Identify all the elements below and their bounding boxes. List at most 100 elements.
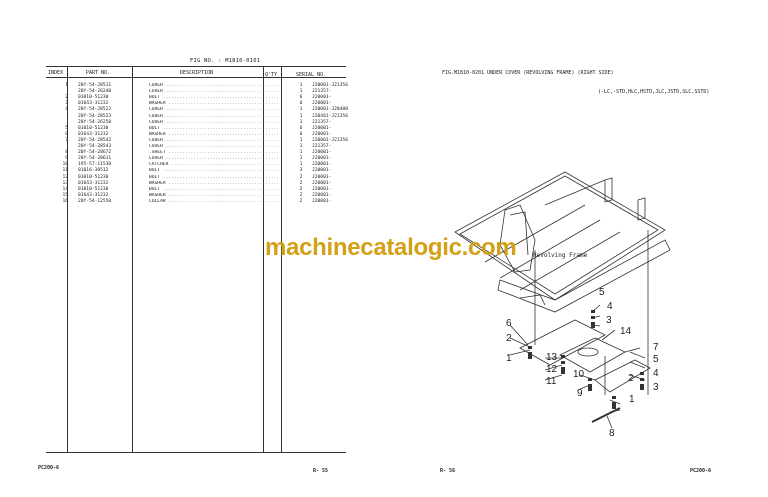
row-description: .SHEET .................................…	[149, 150, 279, 155]
row-part-no: 20Y-54-28511	[78, 83, 112, 88]
parts-list-page: FIG NO. : M1810-0101 INDEX PART NO. DESC…	[38, 58, 348, 474]
description-text: COVER	[149, 113, 163, 119]
row-part-no: 01643-31232	[78, 192, 109, 198]
callout-3b: 3	[653, 382, 659, 393]
description-text: WASHER	[149, 131, 166, 137]
row-description: BOLT ...................................…	[149, 168, 279, 173]
row-description: CATCHER ................................…	[149, 162, 279, 167]
row-qty: 1	[299, 137, 303, 143]
row-serial-no: J20001-	[312, 174, 332, 180]
dot-leader: ........................................…	[165, 113, 279, 119]
col-divider-index	[67, 66, 68, 453]
row-qty: 2	[299, 198, 303, 204]
callout-9: 9	[577, 388, 583, 399]
figure-applicability: (-LC,-STD,HLC,HSTD,JLC,JSTD,SLC,SSTD)	[598, 89, 710, 95]
description-text: WASHER	[149, 192, 166, 198]
row-serial-no: J21357-	[312, 119, 332, 125]
header-description: DESCRIPTION	[180, 70, 214, 76]
dot-leader: ........................................…	[168, 101, 279, 107]
row-description: WASHER .................................…	[149, 132, 279, 137]
row-index: 7	[65, 137, 68, 143]
sheet-8	[591, 407, 621, 423]
row-part-no: 01010-51230	[78, 125, 109, 131]
row-description: BOLT ...................................…	[149, 175, 279, 180]
callout-5b: 5	[653, 354, 659, 365]
row-serial-no: J20001-	[312, 192, 332, 198]
description-text: COVER	[149, 156, 163, 162]
description-text: COVER	[149, 107, 163, 113]
row-part-no: 20Y-54-26240	[78, 89, 112, 95]
row-index: 3	[65, 101, 68, 107]
header-qty: Q'TY	[265, 72, 278, 78]
callout-11: 11	[546, 376, 557, 387]
row-description: BOLT ...................................…	[149, 95, 279, 100]
callout-2b: 2	[628, 373, 634, 384]
row-qty: 6	[299, 95, 303, 101]
footer-model: PC200-6	[38, 465, 60, 471]
row-serial-no: J20481-J21356	[312, 113, 348, 119]
dot-leader: ........................................…	[162, 186, 279, 192]
header-index: INDEX	[48, 70, 64, 76]
row-description: COVER ..................................…	[149, 83, 279, 88]
description-text: .SHEET	[149, 150, 166, 156]
row-qty: 2	[299, 174, 303, 180]
table-header-rule	[46, 77, 346, 78]
description-text: WASHER	[149, 180, 166, 186]
col-divider-desc	[263, 66, 264, 453]
row-description: WASHER .................................…	[149, 101, 279, 106]
dot-leader: ........................................…	[168, 131, 279, 137]
row-serial-no: J20001-	[312, 125, 332, 131]
row-description: WASHER .................................…	[149, 181, 279, 186]
row-qty: 6	[299, 125, 303, 131]
row-index: 16	[62, 198, 68, 204]
row-index: 8	[65, 150, 68, 156]
dot-leader: ........................................…	[165, 144, 279, 149]
row-part-no: 01010-51230	[78, 174, 109, 180]
callout-14: 14	[620, 326, 632, 337]
callout-5a: 5	[599, 287, 605, 298]
row-index: 10	[62, 162, 68, 168]
callout-3a: 3	[606, 315, 612, 326]
description-text: BOLT	[149, 95, 161, 101]
row-part-no: 195-57-11530	[78, 162, 112, 168]
row-qty: 1	[299, 156, 303, 162]
row-index: 1	[65, 83, 68, 88]
description-text: COVER	[149, 144, 163, 149]
row-description: COVER ..................................…	[149, 107, 279, 112]
description-text: COLLAR	[149, 198, 166, 204]
table-row: 1 20Y-54-28511 COVER .....................…	[46, 83, 348, 88]
row-description: COVER ..................................…	[149, 114, 279, 119]
description-text: BOLT	[149, 125, 161, 131]
row-part-no: 01643-31232	[78, 180, 109, 186]
footer-model-right: PC200-6	[690, 468, 712, 474]
row-qty: 1	[299, 150, 303, 156]
dot-leader: ........................................…	[165, 119, 279, 125]
description-text: COVER	[149, 119, 163, 125]
row-qty: 2	[299, 186, 303, 192]
table-row: 10 195-57-11530 CATCHER ..................…	[46, 162, 346, 167]
dot-leader: ........................................…	[168, 198, 279, 204]
row-qty: 1	[299, 83, 303, 88]
dot-leader: ........................................…	[162, 174, 279, 180]
row-part-no: 01010-51230	[78, 95, 109, 101]
row-serial-no: J20001-J20480	[312, 107, 348, 113]
row-part-no: 20Y-54-12550	[78, 198, 112, 204]
row-qty: 1	[299, 119, 303, 125]
header-serial-no: SERIAL NO.	[296, 72, 327, 78]
row-description: COVER ..................................…	[149, 156, 279, 161]
callout-7: 7	[653, 342, 659, 353]
description-text: WASHER	[149, 101, 166, 107]
callout-8: 8	[609, 428, 615, 439]
row-index: 5	[65, 125, 68, 131]
